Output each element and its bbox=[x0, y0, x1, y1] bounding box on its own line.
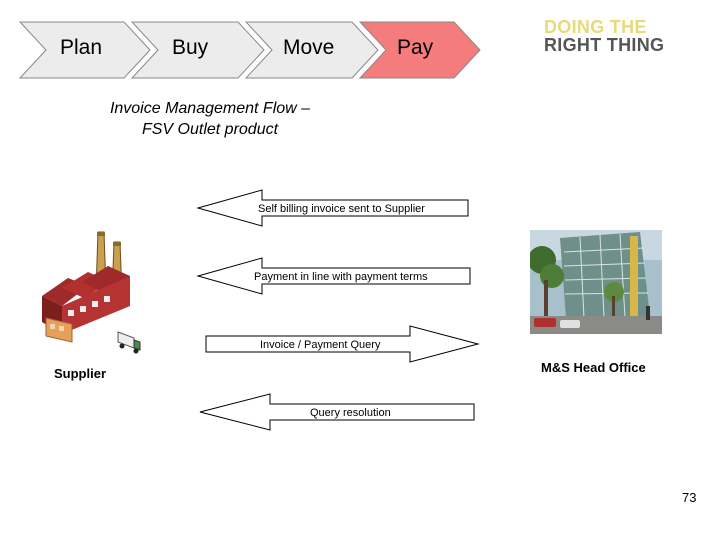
chevron-plan bbox=[18, 21, 151, 79]
chevron-buy bbox=[130, 21, 265, 79]
flow-label-resolution: Query resolution bbox=[310, 407, 391, 419]
flow-arrow-self-billing bbox=[196, 189, 469, 227]
chevron-pay bbox=[358, 21, 481, 79]
title-line-1: Invoice Management Flow – bbox=[109, 100, 311, 117]
title-line-2: FSV Outlet product bbox=[141, 121, 279, 138]
chevron-move bbox=[244, 21, 379, 79]
step-move-label: Move bbox=[283, 36, 335, 59]
page-number: 73 bbox=[682, 490, 697, 505]
logo-line-1: DOING THE bbox=[544, 17, 647, 37]
supplier-label: Supplier bbox=[54, 366, 107, 381]
step-buy-label: Buy bbox=[172, 36, 209, 59]
diagram-title: Invoice Management Flow – FSV Outlet pro… bbox=[60, 98, 360, 140]
factory-icon bbox=[42, 231, 141, 354]
flow-label-query: Invoice / Payment Query bbox=[260, 339, 381, 351]
process-chevrons bbox=[18, 21, 481, 79]
flow-arrow-query bbox=[205, 325, 480, 363]
logo-line-2: RIGHT THING bbox=[544, 35, 665, 55]
flow-label-self-billing: Self billing invoice sent to Supplier bbox=[258, 203, 425, 215]
step-plan-label: Plan bbox=[60, 36, 103, 59]
step-pay-label: Pay bbox=[397, 36, 434, 59]
flow-arrow-resolution bbox=[199, 393, 475, 431]
head-office-label: M&S Head Office bbox=[541, 360, 646, 375]
brand-logo: DOING THE RIGHT THING bbox=[544, 18, 664, 54]
flow-label-payment: Payment in line with payment terms bbox=[254, 271, 428, 283]
flow-arrow-payment bbox=[196, 257, 471, 295]
head-office-building-icon bbox=[530, 230, 662, 334]
